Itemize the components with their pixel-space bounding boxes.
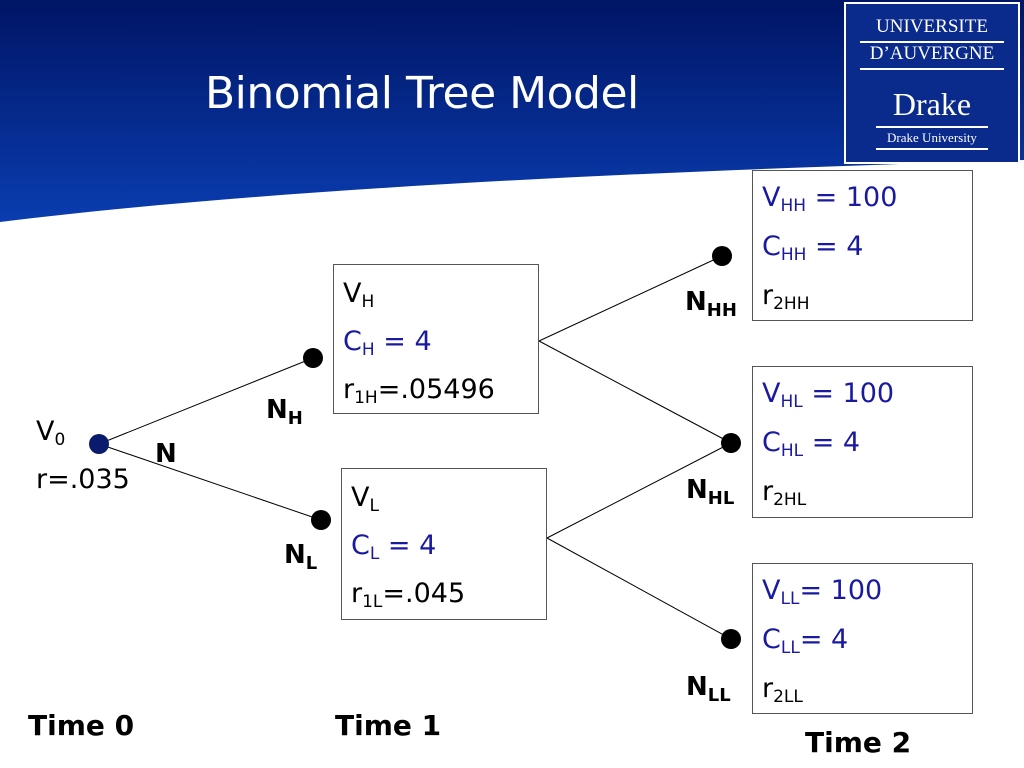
time-0-label: Time 0 xyxy=(28,709,135,742)
box-hl-c: CHL = 4 xyxy=(762,427,861,461)
node-high-label: NH xyxy=(266,395,303,429)
box-ll-r: r2LL xyxy=(762,673,803,707)
node-root xyxy=(89,434,109,454)
box-hl-r: r2HL xyxy=(762,476,807,510)
box-low: VL CL = 4 r1L=.045 xyxy=(341,468,547,620)
edge-root-to-low xyxy=(98,443,322,521)
page-title: Binomial Tree Model xyxy=(205,68,639,119)
box-high-r: r1H=.05496 xyxy=(343,374,495,408)
edge-high-to-hh xyxy=(538,255,723,342)
edge-root-to-high xyxy=(98,357,314,445)
box-high-c: CH = 4 xyxy=(343,326,432,360)
box-low-v: VL xyxy=(351,482,379,516)
box-low-c: CL = 4 xyxy=(351,530,437,564)
box-ll-v: VLL= 100 xyxy=(762,575,883,609)
node-hl-label: NHL xyxy=(686,475,735,509)
logo-rule xyxy=(876,126,988,128)
node-high xyxy=(303,348,323,368)
logo-rule xyxy=(860,41,1004,43)
box-low-r: r1L=.045 xyxy=(351,578,466,612)
edge-low-to-ll xyxy=(546,537,732,640)
logo-rule xyxy=(876,148,988,150)
box-high: VH CH = 4 r1H=.05496 xyxy=(333,264,539,414)
node-ll-label: NLL xyxy=(686,672,731,706)
logo-line-auvergne: D’AUVERGNE xyxy=(869,43,995,64)
logo-rule xyxy=(860,68,1004,70)
edge-high-to-hl xyxy=(538,340,732,444)
box-hl: VHL = 100 CHL = 4 r2HL xyxy=(752,366,973,518)
edge-low-to-hl xyxy=(546,442,732,539)
box-ll: VLL= 100 CLL= 4 r2LL xyxy=(752,563,973,714)
box-hl-v: VHL = 100 xyxy=(762,378,895,412)
root-value-label: V0 xyxy=(36,416,66,450)
node-low xyxy=(311,510,331,530)
logo-line-drake: Drake xyxy=(892,86,972,122)
box-high-v: VH xyxy=(343,278,375,312)
logo-line-drake-university: Drake University xyxy=(887,130,977,145)
box-hh-c: CHH = 4 xyxy=(762,231,864,265)
box-hh: VHH = 100 CHH = 4 r2HH xyxy=(752,170,973,321)
time-1-label: Time 1 xyxy=(335,709,442,742)
logo-line-universite: UNIVERSITE xyxy=(876,16,988,37)
node-low-label: NL xyxy=(284,540,318,574)
node-hh xyxy=(712,246,732,266)
header-band xyxy=(0,0,1024,222)
node-hh-label: NHH xyxy=(685,287,737,321)
node-hl xyxy=(721,433,741,453)
root-rate-label: r=.035 xyxy=(36,464,130,495)
root-node-label: N xyxy=(155,439,177,469)
node-ll xyxy=(721,629,741,649)
university-logo: UNIVERSITE D’AUVERGNE Drake Drake Univer… xyxy=(844,2,1020,164)
box-hh-r: r2HH xyxy=(762,280,810,314)
time-2-label: Time 2 xyxy=(805,726,912,759)
box-hh-v: VHH = 100 xyxy=(762,182,898,216)
box-ll-c: CLL= 4 xyxy=(762,624,849,658)
